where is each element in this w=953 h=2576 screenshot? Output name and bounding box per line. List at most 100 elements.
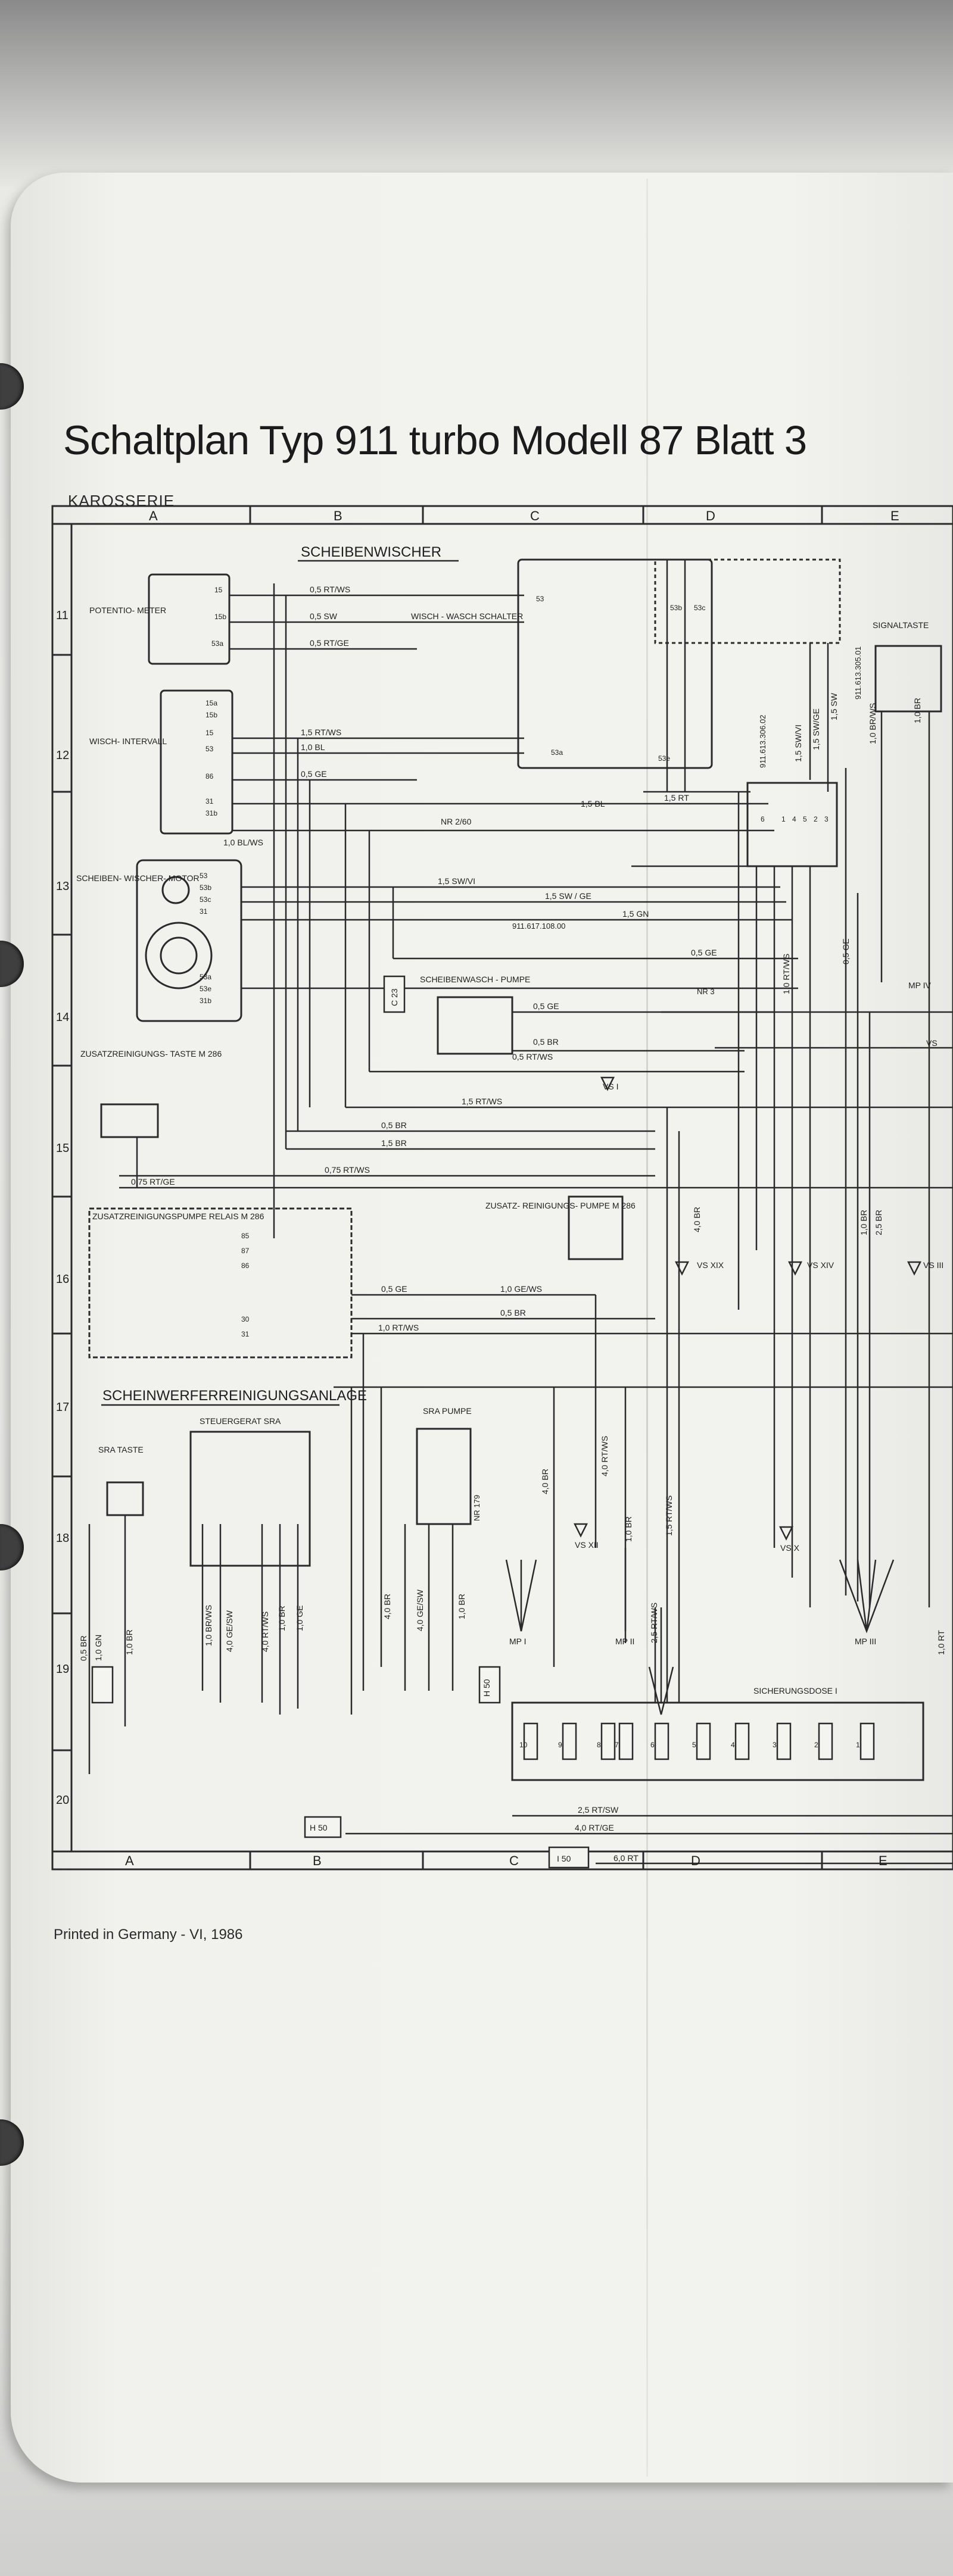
paper-sheet bbox=[11, 173, 953, 2483]
wire-labels: 0,5 RT/WS 0,5 SW 0,5 RT/GE 1,5 RT/WS 1,0… bbox=[79, 585, 946, 1863]
terminal: 53c bbox=[694, 604, 705, 612]
terminal: 87 bbox=[241, 1247, 250, 1255]
component-label: SCHEIBEN- WISCHER- MOTOR bbox=[76, 873, 200, 883]
terminal: 2 bbox=[814, 1741, 818, 1749]
terminal: 5 bbox=[692, 1741, 696, 1749]
wire-label: 1,5 RT/WS bbox=[664, 1495, 674, 1536]
wire-label: 0,75 RT/GE bbox=[131, 1177, 175, 1186]
zusatz-pump-box bbox=[568, 1195, 624, 1260]
terminal: 31 bbox=[241, 1330, 250, 1338]
wire-label: 4,0 BR bbox=[692, 1207, 702, 1232]
wire-label: 0,5 GE bbox=[841, 938, 851, 964]
component-label: WISCH- INTERVALL bbox=[89, 736, 167, 746]
wire-label: 1,0 BR/WS bbox=[204, 1605, 213, 1646]
signaltaste-box bbox=[874, 645, 942, 713]
component-label: POTENTIO- METER bbox=[89, 605, 166, 615]
terminal: 53 bbox=[205, 745, 214, 753]
wire-label: 4,0 BR bbox=[382, 1594, 392, 1619]
col-label: A bbox=[149, 508, 158, 523]
wire-label: 2,5 RT/WS bbox=[649, 1603, 659, 1643]
diagram-frame bbox=[51, 505, 953, 1871]
terminal: 31 bbox=[205, 797, 214, 805]
component-label: WISCH - WASCH SCHALTER bbox=[411, 611, 523, 621]
part-number: 911.613.306.02 bbox=[758, 715, 767, 768]
terminal: 6 bbox=[761, 815, 765, 823]
terminal: 15b bbox=[214, 613, 226, 621]
row-label: 16 bbox=[56, 1273, 69, 1286]
terminal: 3 bbox=[773, 1741, 777, 1749]
component-label: SCHEIBENWASCH - PUMPE bbox=[420, 975, 530, 984]
terminal: 4 bbox=[731, 1741, 735, 1749]
section-title: SCHEIBENWISCHER bbox=[301, 544, 441, 560]
terminal: 53e bbox=[658, 754, 670, 763]
grid-columns: A B C D E A B C D E bbox=[125, 508, 899, 1868]
terminal: 10 bbox=[519, 1741, 528, 1749]
wire-label: 1,5 SW/VI bbox=[793, 725, 803, 762]
component-label: SRA PUMPE bbox=[423, 1406, 472, 1416]
wire-label: 0,5 GE bbox=[381, 1284, 407, 1294]
part-number: NR 3 bbox=[697, 987, 715, 996]
connector-label: VS bbox=[926, 1038, 938, 1048]
terminal: 7 bbox=[615, 1741, 619, 1749]
wire-label: 0,5 GE bbox=[301, 769, 327, 779]
wire-label: 1,0 BR bbox=[859, 1210, 868, 1235]
component-label: SRA TASTE bbox=[98, 1445, 144, 1454]
wire-label: 4,0 BR bbox=[540, 1469, 550, 1494]
wire-label: 0,5 GE bbox=[533, 1001, 559, 1011]
wire-label: 0,5 BR bbox=[533, 1037, 559, 1047]
wire-label: 1,5 GN bbox=[622, 909, 649, 919]
wire-label: 1,0 RT bbox=[936, 1630, 946, 1655]
connector-label: I 50 bbox=[557, 1854, 571, 1863]
relais-box bbox=[88, 1207, 353, 1359]
wire-label: 0,5 RT/WS bbox=[310, 585, 350, 594]
sra-pump-box bbox=[416, 1428, 472, 1525]
col-label: E bbox=[890, 508, 899, 523]
page-title: Schaltplan Typ 911 turbo Modell 87 Blatt… bbox=[63, 417, 807, 463]
terminal: 8 bbox=[597, 1741, 601, 1749]
col-label: C bbox=[530, 508, 540, 523]
connector-label: H 50 bbox=[310, 1823, 328, 1832]
wire-label: 1,5 SW / GE bbox=[545, 891, 591, 901]
component-label: ZUSATZREINIGUNGS- TASTE M 286 bbox=[80, 1049, 222, 1058]
terminal: 53e bbox=[200, 985, 211, 993]
terminal: 4 bbox=[792, 815, 796, 823]
terminal: 2 bbox=[814, 815, 818, 823]
wire-label: 0,5 BR bbox=[381, 1120, 407, 1130]
terminal: 5 bbox=[803, 815, 807, 823]
connector-label: VS X bbox=[780, 1543, 800, 1553]
wire-label: 1,0 BL bbox=[301, 742, 325, 752]
wire-label: 1,0 BL/WS bbox=[223, 838, 263, 847]
switch-box bbox=[517, 558, 713, 769]
connector-label: H 50 bbox=[482, 1679, 491, 1697]
terminal: 6 bbox=[650, 1741, 655, 1749]
terminal: 15 bbox=[205, 729, 214, 737]
wire-label: 1,0 GE bbox=[295, 1605, 304, 1631]
row-label: 11 bbox=[56, 609, 68, 622]
wash-pump-box bbox=[437, 996, 513, 1055]
row-label: 20 bbox=[56, 1794, 69, 1807]
terminal: 15a bbox=[205, 699, 217, 707]
row-label: 19 bbox=[56, 1663, 69, 1676]
wire-label: 1,0 BR bbox=[277, 1606, 286, 1631]
wire-label: 2,5 BR bbox=[874, 1210, 883, 1235]
wire-label: 4,0 GE/SW bbox=[415, 1589, 425, 1631]
wire-label: 1,0 BR bbox=[457, 1594, 466, 1619]
terminal: 1 bbox=[856, 1741, 860, 1749]
connector-label: VS XIV bbox=[807, 1260, 834, 1270]
connector-label: MP IV bbox=[908, 981, 932, 990]
terminal: 53 bbox=[536, 595, 544, 603]
wire-label: 1,5 BL bbox=[581, 799, 605, 808]
terminal: 86 bbox=[205, 772, 214, 780]
connector-label: VS I bbox=[603, 1082, 618, 1091]
zusatztaste-box bbox=[100, 1103, 159, 1138]
wire-label: 4,0 RT/GE bbox=[575, 1823, 614, 1832]
wire-label: 4,0 RT/WS bbox=[260, 1612, 270, 1652]
section-title: ZUSATZREINIGUNGSPUMPE RELAIS M 286 bbox=[92, 1211, 264, 1221]
wire-label: NR 2/60 bbox=[441, 817, 472, 826]
terminal: 85 bbox=[241, 1232, 250, 1240]
wire-label: 1,5 SW bbox=[829, 692, 839, 720]
wire-label: 1,0 BR bbox=[912, 698, 922, 723]
terminal: 31 bbox=[200, 907, 208, 916]
part-number: 911.613.305.01 bbox=[854, 647, 862, 700]
